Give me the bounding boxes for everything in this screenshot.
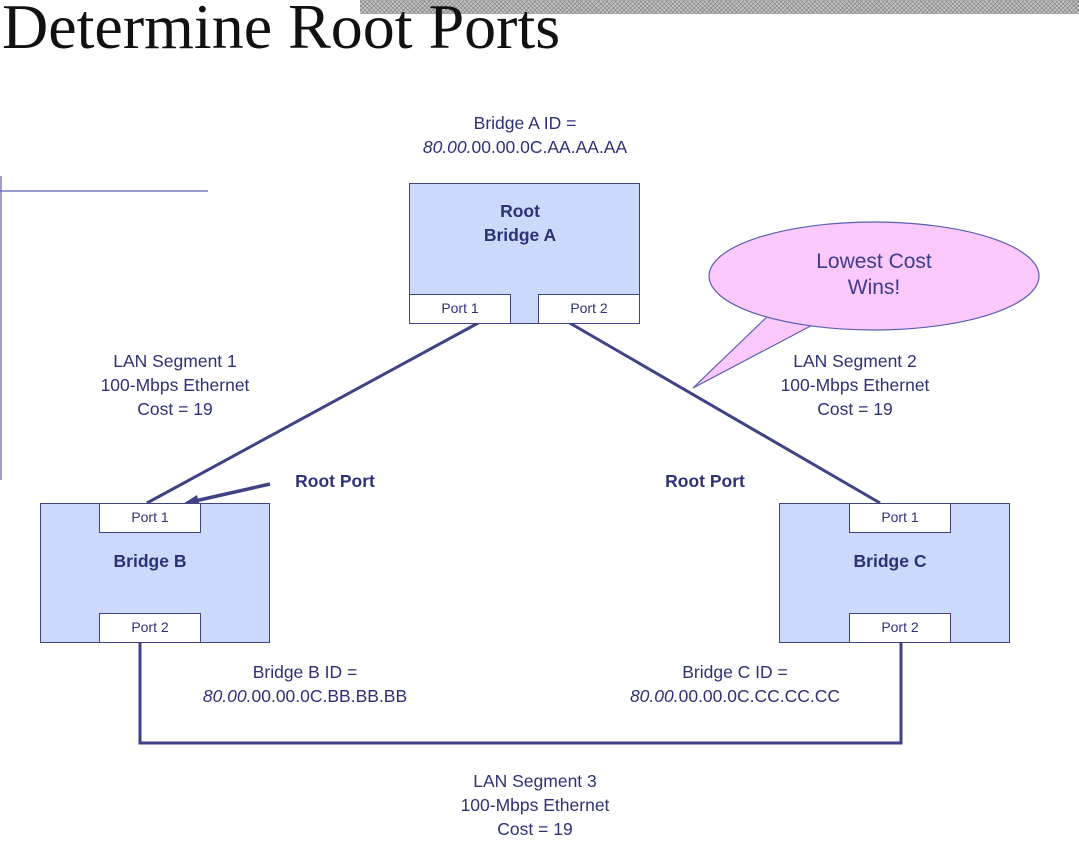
bridge-a-name: Root Bridge A — [483, 201, 557, 245]
callout-bubble-seam — [772, 306, 822, 321]
bridge-b-port-1: Port 1 — [99, 503, 201, 533]
lan-segment-1-label: LAN Segment 1 100-Mbps Ethernet Cost = 1… — [101, 349, 250, 421]
bridge-c-port-1: Port 1 — [849, 503, 951, 533]
lan-segment-1-link — [146, 320, 481, 505]
bridge-b-id-mac: 00.00.0C.BB.BB.BB — [251, 686, 408, 706]
bridge-b-id-label: Bridge B ID = 80.00.00.00.0C.BB.BB.BB — [202, 662, 408, 706]
bridge-b-name: Bridge B — [113, 551, 187, 571]
callout-bubble — [708, 221, 1040, 331]
lan-segment-2-label: LAN Segment 2 100-Mbps Ethernet Cost = 1… — [781, 349, 930, 421]
lan-segment-3-media: 100-Mbps Ethernet — [460, 795, 610, 815]
lan-segment-3-label: LAN Segment 3 100-Mbps Ethernet Cost = 1… — [461, 769, 610, 841]
bridge-b-port-2: Port 2 — [99, 613, 201, 643]
root-port-label-b: Root Port — [295, 471, 375, 491]
bridge-b-id-priority: 80.00. — [202, 686, 252, 706]
page-title: Determine Root Ports — [2, 0, 561, 62]
root-port-label-c: Root Port — [665, 471, 745, 491]
title-bar-pattern — [360, 0, 1079, 14]
lan-segment-3-link — [138, 642, 903, 745]
lan-segment-2-cost: Cost = 19 — [817, 399, 893, 419]
bridge-a-id-priority: 80.00. — [422, 137, 472, 157]
lan-segment-3-name: LAN Segment 3 — [473, 771, 597, 791]
lan-segment-2-link — [567, 320, 881, 505]
lan-segment-1-media: 100-Mbps Ethernet — [100, 375, 250, 395]
lan-segment-2-name: LAN Segment 2 — [793, 351, 917, 371]
bridge-c-id-label: Bridge C ID = 80.00.00.00.0C.CC.CC.CC — [629, 662, 841, 706]
bridge-a-id-label: Bridge A ID = 80.00.00.00.0C.AA.AA.AA — [422, 113, 628, 157]
bridge-a-port-1: Port 1 — [409, 294, 511, 324]
lan-segment-3-cost: Cost = 19 — [497, 819, 573, 839]
bridge-c-id-mac: 00.00.0C.CC.CC.CC — [678, 686, 841, 706]
bridge-a-id-mac: 00.00.0C.AA.AA.AA — [471, 137, 628, 157]
bridge-c-id-priority: 80.00. — [629, 686, 679, 706]
bridge-c-port-2: Port 2 — [849, 613, 951, 643]
bridge-c-name: Bridge C — [853, 551, 927, 571]
bridge-a-port-2: Port 2 — [538, 294, 640, 324]
lan-segment-1-cost: Cost = 19 — [137, 399, 213, 419]
lan-segment-2-media: 100-Mbps Ethernet — [780, 375, 930, 395]
callout-text: Lowest Cost Wins! — [816, 250, 932, 299]
root-port-arrow-shaft — [194, 482, 271, 503]
lan-segment-1-name: LAN Segment 1 — [113, 351, 237, 371]
